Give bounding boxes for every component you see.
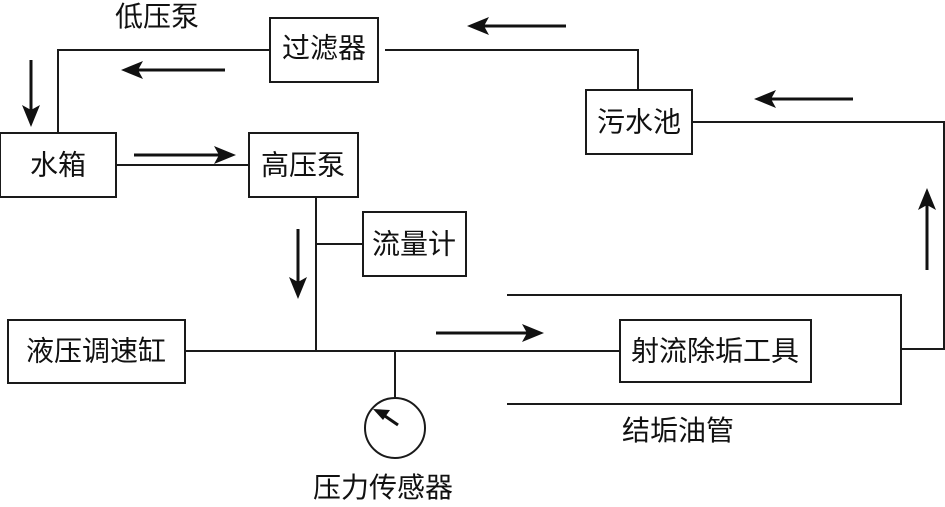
sewage-pool-box: 污水池 (585, 89, 693, 155)
pipe-outlet-to-sewage (693, 121, 945, 350)
high-pressure-pump-label: 高压泵 (261, 149, 345, 182)
filter-label: 过滤器 (282, 32, 366, 65)
pressure-sensor-label: 压力传感器 (313, 471, 453, 504)
jet-descaling-tool-label: 射流除垢工具 (631, 335, 799, 368)
pipe-sewage-to-filter (385, 49, 639, 90)
arrow-up-icon (918, 188, 936, 270)
hydraulic-cylinder-box: 液压调速缸 (7, 319, 186, 384)
high-pressure-pump-box: 高压泵 (248, 132, 359, 198)
flow-meter-label: 流量计 (372, 228, 456, 261)
water-tank-label: 水箱 (30, 149, 86, 182)
sewage-pool-label: 污水池 (597, 106, 681, 139)
arrow-down-icon (289, 229, 307, 299)
pipe-filter-to-tank (57, 49, 272, 133)
pipelines (57, 49, 945, 405)
arrow-down-icon (22, 60, 40, 127)
arrow-left-icon (754, 90, 853, 108)
scaled-tubing-label: 结垢油管 (622, 414, 734, 447)
pressure-gauge-icon (364, 397, 426, 459)
low-pressure-pump-label: 低压泵 (115, 0, 199, 33)
arrow-right-icon (134, 146, 236, 164)
jet-descaling-tool-box: 射流除垢工具 (619, 319, 812, 383)
hydraulic-cylinder-label: 液压调速缸 (26, 335, 166, 368)
flow-arrows (22, 17, 936, 342)
arrow-left-icon (467, 17, 566, 35)
filter-box: 过滤器 (269, 17, 379, 83)
flow-meter-box: 流量计 (362, 211, 467, 277)
water-tank-box: 水箱 (0, 132, 117, 198)
arrow-right-icon (436, 324, 544, 342)
arrow-left-icon (121, 61, 225, 79)
